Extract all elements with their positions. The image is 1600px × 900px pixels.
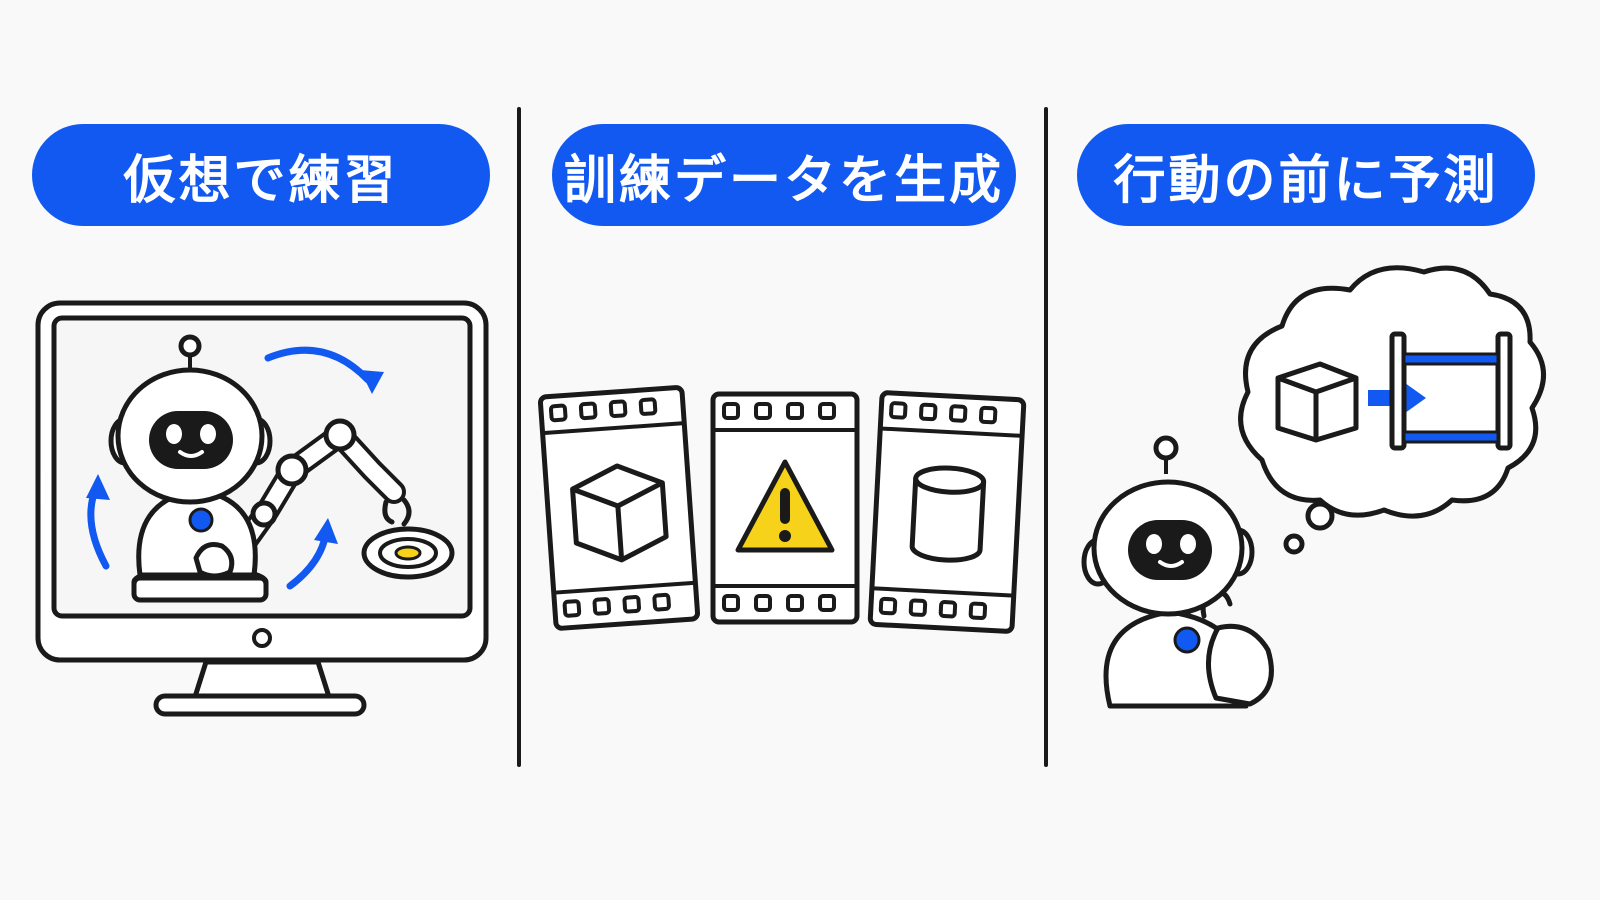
film-frame-icon: [710, 391, 860, 625]
robot-icon: [108, 334, 273, 603]
cube-icon: [1275, 361, 1359, 443]
cycle-arrows-icon: [86, 346, 384, 590]
panel-divider-left: [517, 107, 521, 767]
film-frame-icon: [867, 390, 1027, 634]
target-icon: [361, 526, 455, 580]
robot-arm-icon: [226, 418, 412, 564]
practice-illustration: [35, 300, 489, 717]
cylinder-icon: [909, 465, 987, 563]
generate-illustration: [537, 385, 1027, 634]
cube-icon: [570, 463, 669, 563]
panel-title-predict: 行動の前に予測: [1077, 124, 1535, 226]
film-frame-icon: [537, 385, 701, 631]
predict-illustration: [1081, 265, 1546, 709]
robot-icon: [1081, 435, 1274, 709]
panel-divider-right: [1044, 107, 1048, 767]
shelf-icon: [1389, 331, 1513, 451]
panel-title-generate: 訓練データを生成: [552, 124, 1016, 226]
warning-icon: [735, 459, 835, 553]
panel-title-practice: 仮想で練習: [32, 124, 490, 226]
